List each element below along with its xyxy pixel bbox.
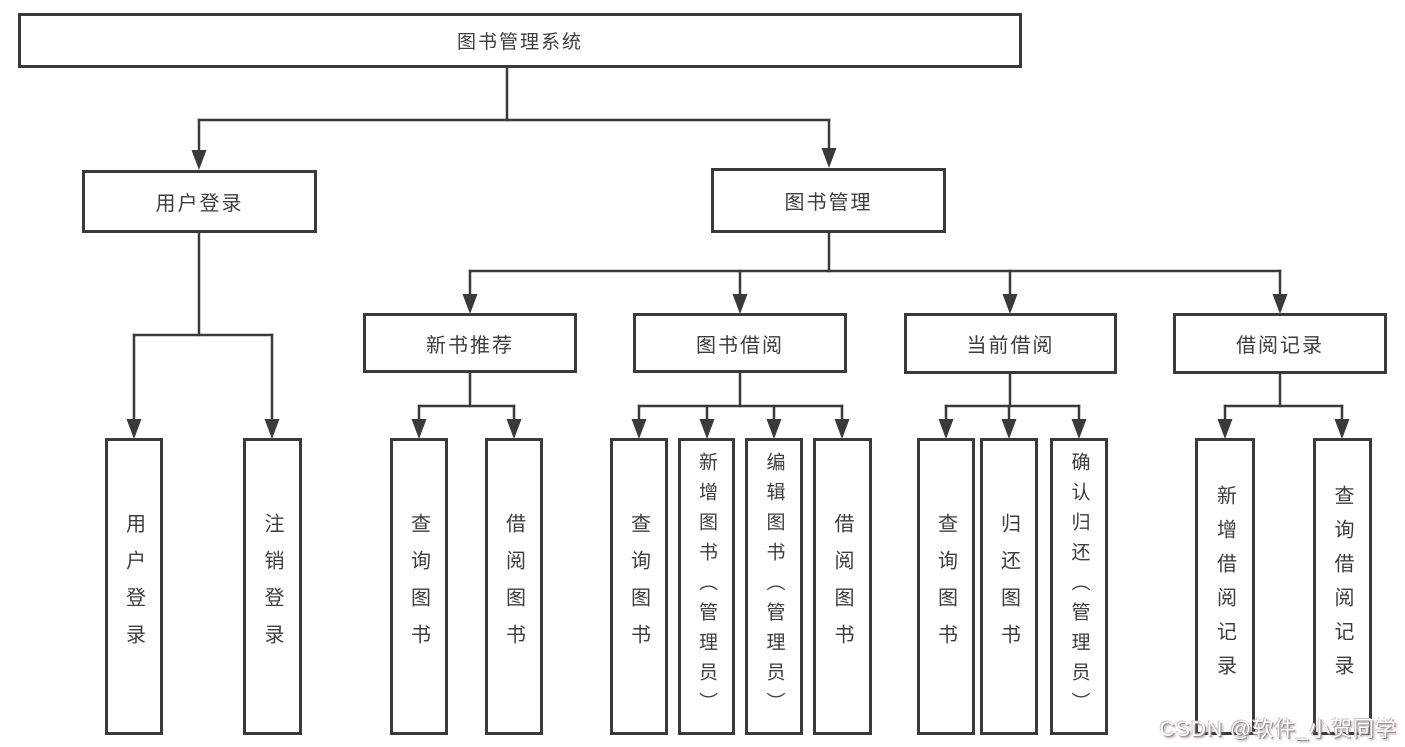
leaf-nb-borrow-books: 借阅图书 xyxy=(485,438,543,735)
leaf-user-login-label: 用户登录 xyxy=(122,512,145,661)
leaf-bb-query-books: 查询图书 xyxy=(610,438,668,735)
arrowheads xyxy=(126,148,1350,439)
node-book-mgmt-label: 图书管理 xyxy=(784,192,873,214)
leaf-br-add-record-label: 新增借阅记录 xyxy=(1213,484,1236,689)
node-current-borrow-label: 当前借阅 xyxy=(966,335,1055,357)
leaf-bb-query-books-label: 查询图书 xyxy=(627,512,650,661)
leaf-cb-confirm-return-admin: 确认归还（管理员） xyxy=(1050,438,1108,735)
leaf-user-login: 用户登录 xyxy=(105,438,163,735)
leaf-br-query-record: 查询借阅记录 xyxy=(1313,438,1372,735)
leaf-cb-return-books: 归还图书 xyxy=(980,438,1038,735)
leaf-bb-add-books-admin-label: 新增图书（管理员） xyxy=(696,451,717,722)
leaf-bb-edit-books-admin-label: 编辑图书（管理员） xyxy=(763,451,785,722)
leaf-bb-add-books-admin: 新增图书（管理员） xyxy=(678,438,735,735)
node-root: 图书管理系统 xyxy=(18,13,1022,68)
node-book-mgmt: 图书管理 xyxy=(711,168,946,233)
leaf-br-add-record: 新增借阅记录 xyxy=(1195,438,1255,735)
leaf-cb-query-books: 查询图书 xyxy=(917,438,975,735)
leaf-cb-query-books-label: 查询图书 xyxy=(934,512,957,661)
leaf-bb-borrow-books-label: 借阅图书 xyxy=(831,512,853,661)
leaf-nb-borrow-books-label: 借阅图书 xyxy=(502,512,525,661)
leaf-bb-edit-books-admin: 编辑图书（管理员） xyxy=(745,438,803,735)
leaf-cb-return-books-label: 归还图书 xyxy=(997,512,1020,661)
node-user-login: 用户登录 xyxy=(82,170,317,233)
leaf-logout: 注销登录 xyxy=(243,438,302,735)
csdn-watermark: CSDN @软件_小贺同学 xyxy=(1159,718,1397,741)
node-borrow-records-label: 借阅记录 xyxy=(1236,335,1324,357)
node-borrow-records: 借阅记录 xyxy=(1173,313,1387,374)
node-book-borrow: 图书借阅 xyxy=(633,313,847,373)
leaf-nb-query-books-label: 查询图书 xyxy=(407,512,430,661)
leaf-nb-query-books: 查询图书 xyxy=(390,438,448,735)
leaf-cb-confirm-return-admin-label: 确认归还（管理员） xyxy=(1068,451,1090,722)
node-new-book-rec: 新书推荐 xyxy=(363,313,577,373)
leaf-bb-borrow-books: 借阅图书 xyxy=(813,438,872,735)
node-root-label: 图书管理系统 xyxy=(456,32,583,53)
node-new-book-rec-label: 新书推荐 xyxy=(426,334,514,357)
leaf-br-query-record-label: 查询借阅记录 xyxy=(1331,484,1353,689)
node-current-borrow: 当前借阅 xyxy=(904,313,1117,374)
node-book-borrow-label: 图书借阅 xyxy=(696,334,784,357)
leaf-logout-label: 注销登录 xyxy=(261,512,283,661)
node-user-login-label: 用户登录 xyxy=(155,193,244,215)
